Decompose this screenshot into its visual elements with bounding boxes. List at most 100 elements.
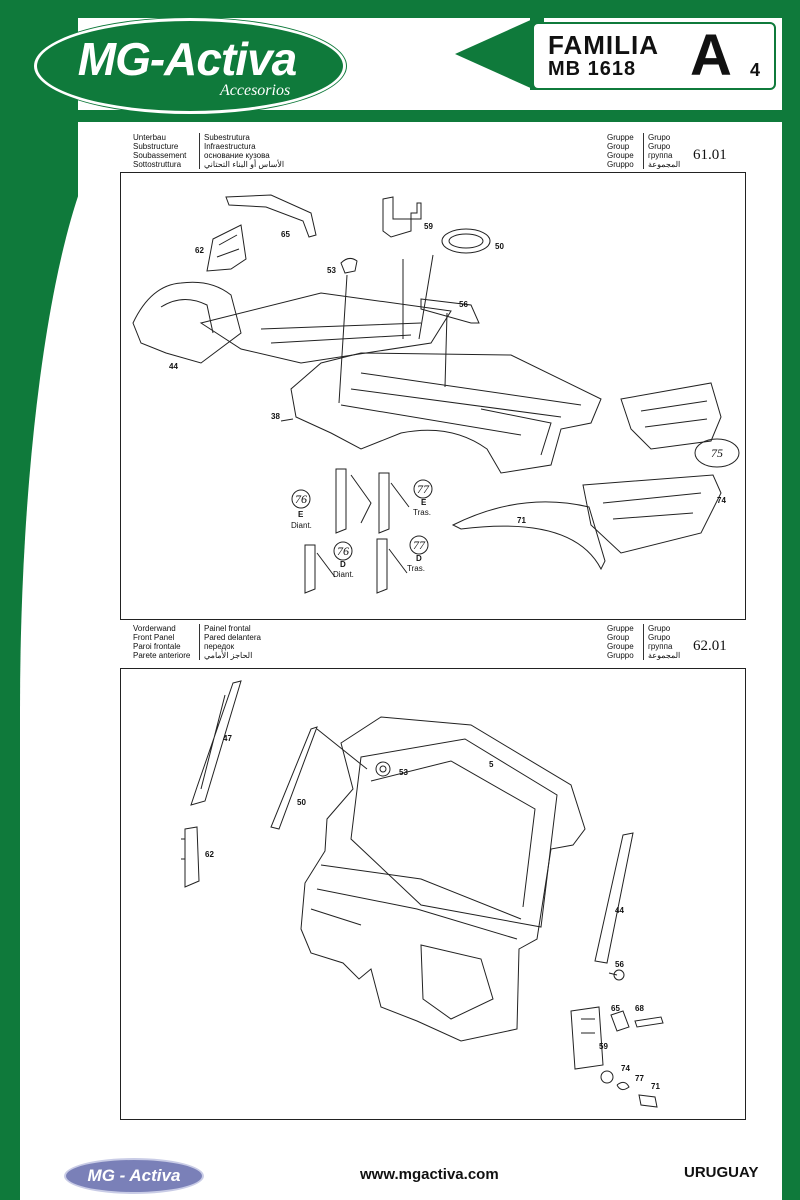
label: المجموعة bbox=[648, 651, 681, 660]
label: Groupe bbox=[607, 642, 634, 651]
part-65-clip bbox=[610, 1010, 630, 1032]
callout-74: 74 bbox=[621, 1064, 630, 1073]
note-77d-side: D bbox=[416, 554, 422, 563]
label: Grupo bbox=[648, 133, 671, 142]
label: Gruppo bbox=[607, 160, 634, 169]
front-panel-drawing: 47 53 5 50 62 44 56 65 68 59 74 77 71 bbox=[181, 680, 664, 1108]
logo-oval bbox=[34, 18, 346, 114]
part-75-circle bbox=[694, 438, 740, 468]
front-panel-diagram: 47 53 5 50 62 44 56 65 68 59 74 77 71 bbox=[120, 668, 746, 1120]
label: Pared delantera bbox=[204, 633, 261, 642]
callout-71: 71 bbox=[517, 516, 526, 525]
note-77e-number: 77 bbox=[417, 482, 430, 496]
note-77e-label: Tras. bbox=[413, 508, 431, 517]
part-77-spring bbox=[616, 1081, 630, 1091]
label: основание кузова bbox=[204, 151, 270, 160]
label: Grupo bbox=[648, 142, 671, 151]
part-44 bbox=[132, 281, 242, 364]
note-76e-side: E bbox=[298, 510, 304, 519]
part-59 bbox=[570, 1006, 604, 1070]
section1-labels-left: Unterbau Substructure Soubassement Sotto… bbox=[133, 133, 197, 169]
note-76d-side: D bbox=[340, 560, 346, 569]
label: Grupo bbox=[648, 633, 671, 642]
section1-header: Unterbau Substructure Soubassement Sotto… bbox=[133, 133, 751, 175]
label: Soubassement bbox=[133, 151, 187, 160]
note-77d-number: 77 bbox=[413, 538, 426, 552]
substructure-diagram: 65 62 59 50 53 56 44 38 75 74 71 76 E Di… bbox=[120, 172, 746, 620]
part-47 bbox=[190, 680, 242, 806]
callout-59: 59 bbox=[599, 1042, 608, 1051]
callout-44: 44 bbox=[169, 362, 178, 371]
footer-logo: MG - Activa bbox=[64, 1158, 204, 1194]
label: передок bbox=[204, 642, 235, 651]
note-76e-number: 76 bbox=[295, 492, 307, 506]
callout-47: 47 bbox=[223, 734, 232, 743]
part-5-frame bbox=[300, 716, 586, 1042]
pillar-77e bbox=[378, 472, 410, 534]
part-75 bbox=[620, 382, 722, 450]
family-letter: A bbox=[690, 23, 732, 88]
label: الحاجز الأمامي bbox=[204, 651, 253, 660]
section2-labels-right: Painel frontal Pared delantera передок ا… bbox=[199, 624, 344, 660]
label: Substructure bbox=[133, 142, 179, 151]
note-circle bbox=[413, 479, 433, 499]
callout-77: 77 bbox=[635, 1074, 644, 1083]
callout-53: 53 bbox=[399, 768, 408, 777]
label: Gruppe bbox=[607, 624, 634, 633]
section2-group-code: 62.01 bbox=[693, 638, 727, 654]
section2-group-right: Grupo Grupo группа المجموعة bbox=[643, 624, 688, 660]
callout-62: 62 bbox=[205, 850, 214, 859]
pillar-77d bbox=[376, 538, 408, 594]
footer-country: URUGUAY bbox=[684, 1164, 759, 1181]
family-box bbox=[532, 22, 776, 90]
label: Front Panel bbox=[133, 633, 175, 642]
substructure-drawing: 65 62 59 50 53 56 44 38 75 74 71 76 E Di… bbox=[132, 194, 740, 594]
part-62 bbox=[181, 826, 200, 888]
part-65-rail bbox=[225, 194, 317, 238]
section1-group-right: Grupo Grupo группа المجموعة bbox=[643, 133, 688, 169]
callout-68: 68 bbox=[635, 1004, 644, 1013]
floor-pan bbox=[199, 292, 452, 364]
callout-5: 5 bbox=[489, 760, 494, 769]
callout-65: 65 bbox=[281, 230, 290, 239]
part-53-nut bbox=[375, 761, 391, 777]
label: Group bbox=[607, 633, 630, 642]
note-77d-label: Tras. bbox=[407, 564, 425, 573]
label: Gruppe bbox=[607, 133, 634, 142]
note-76e-label: Diant. bbox=[291, 521, 312, 530]
note-76d-number: 76 bbox=[337, 544, 349, 558]
part-59 bbox=[382, 196, 422, 238]
note-circle bbox=[409, 535, 429, 555]
section1-group-left: Gruppe Group Groupe Gruppo bbox=[607, 133, 641, 169]
label: группа bbox=[648, 642, 673, 651]
label: المجموعة bbox=[648, 160, 681, 169]
callout-50: 50 bbox=[297, 798, 306, 807]
section2-labels-left: Vorderwand Front Panel Paroi frontale Pa… bbox=[133, 624, 197, 660]
callout-50: 50 bbox=[495, 242, 504, 251]
callout-38: 38 bbox=[271, 412, 280, 421]
callout-65: 65 bbox=[611, 1004, 620, 1013]
part-74 bbox=[582, 474, 722, 554]
section2-header: Vorderwand Front Panel Paroi frontale Pa… bbox=[133, 624, 751, 666]
family-model: MB 1618 bbox=[548, 58, 637, 80]
right-green-band bbox=[782, 0, 800, 1200]
label: الأساس أو البناء التحتاني bbox=[204, 160, 285, 169]
brand-logo: MG-Activa Accesorios bbox=[34, 18, 346, 114]
label: Sottostruttura bbox=[133, 160, 182, 169]
callout-71: 71 bbox=[651, 1082, 660, 1091]
note-circle bbox=[291, 489, 311, 509]
label: Unterbau bbox=[133, 133, 166, 142]
logo-title: MG-Activa bbox=[77, 33, 297, 85]
label: Paroi frontale bbox=[133, 642, 181, 651]
label: Gruppo bbox=[607, 651, 634, 660]
footer-website-link[interactable]: www.mgactiva.com bbox=[360, 1166, 499, 1183]
callout-59: 59 bbox=[424, 222, 433, 231]
callout-62: 62 bbox=[195, 246, 204, 255]
label: Painel frontal bbox=[204, 624, 251, 633]
family-arrow bbox=[455, 18, 535, 90]
note-circle bbox=[333, 541, 353, 561]
label: группа bbox=[648, 151, 673, 160]
note-77e-side: E bbox=[421, 498, 427, 507]
section1-labels-right: Subestrutura Infraestructura основание к… bbox=[199, 133, 344, 169]
label: Vorderwand bbox=[133, 624, 176, 633]
